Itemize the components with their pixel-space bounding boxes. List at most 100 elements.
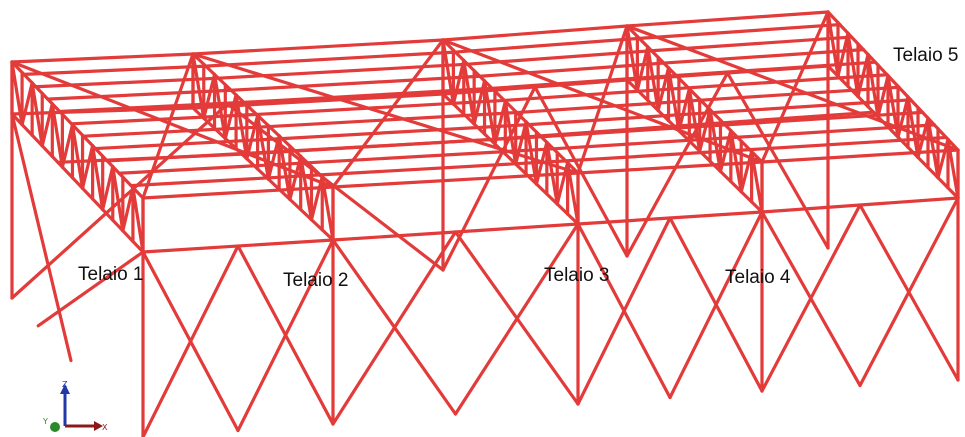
- wall-bracing: [141, 244, 240, 437]
- truss-diagonal: [635, 45, 650, 92]
- roof-purlin: [22, 64, 208, 76]
- roof-purlin: [662, 48, 866, 65]
- roof-purlin: [318, 159, 568, 177]
- wall-bracing: [453, 230, 580, 406]
- truss-diagonal: [524, 120, 539, 186]
- roof-purlin: [441, 24, 629, 42]
- roof-purlin: [723, 110, 925, 127]
- truss-diagonal: [876, 74, 890, 119]
- wall-bracing: [331, 230, 458, 426]
- roof-purlin: [564, 148, 752, 163]
- roof-purlin: [46, 88, 233, 101]
- truss-diagonal: [101, 165, 115, 212]
- wall-bracing: [236, 244, 335, 426]
- wall-bracing: [576, 216, 672, 406]
- axis-y-label: Y: [42, 417, 48, 426]
- truss-diagonal: [50, 102, 64, 169]
- truss-diagonal: [708, 108, 723, 173]
- roof-purlin: [191, 38, 445, 56]
- roof-purlin: [699, 85, 901, 102]
- side-bracing: [10, 112, 73, 363]
- roof-purlin: [637, 22, 842, 40]
- wall-bracing: [533, 85, 629, 258]
- wall-bracing: [760, 203, 862, 393]
- roof-bracing: [331, 38, 445, 189]
- roof-bracing: [10, 60, 335, 189]
- roof-purlin: [735, 123, 936, 139]
- truss-diagonal: [451, 58, 466, 106]
- roof-purlin: [81, 124, 271, 138]
- truss-diagonal: [131, 185, 145, 254]
- truss-diagonal: [926, 116, 940, 180]
- truss-diagonal: [60, 123, 75, 169]
- roof-purlin: [748, 135, 948, 152]
- roof-purlin: [331, 171, 580, 189]
- longitudinal-beam: [240, 137, 492, 156]
- roof-purlin: [576, 160, 764, 175]
- roof-purlin: [69, 112, 259, 126]
- wall-bracing: [725, 71, 830, 250]
- roof-bracing: [141, 52, 195, 200]
- longitudinal-beam: [56, 152, 244, 164]
- truss-diagonal: [20, 81, 34, 127]
- truss-diagonal: [729, 129, 743, 194]
- truss-diagonal: [677, 87, 691, 133]
- axis-x-label: X: [102, 423, 108, 432]
- roof-purlin: [760, 148, 960, 164]
- roof-purlin: [229, 74, 482, 92]
- roof-purlin: [10, 52, 195, 64]
- roof-purlin: [502, 86, 690, 103]
- roof-purlin: [93, 137, 284, 151]
- frame-label-telaio-4: Telaio 4: [725, 267, 791, 288]
- roof-purlin: [711, 98, 913, 115]
- roof-purlin: [649, 35, 854, 53]
- roof-purlin: [242, 86, 494, 104]
- axis-z-label: Z: [62, 380, 68, 389]
- truss-diagonal: [202, 72, 217, 120]
- wall-bracing: [858, 203, 960, 382]
- wall-bracing: [441, 85, 537, 272]
- roof-purlin: [216, 62, 470, 80]
- truss-diagonal: [40, 102, 54, 148]
- roof-purlin: [141, 185, 335, 200]
- frame-label-telaio-2: Telaio 2: [283, 270, 349, 291]
- roof-purlin: [527, 110, 715, 127]
- roof-bracing: [625, 24, 960, 152]
- truss-diagonal: [309, 175, 324, 222]
- truss-diagonal: [245, 113, 260, 161]
- roof-purlin: [204, 50, 457, 68]
- frame-label-telaio-1: Telaio 1: [78, 264, 144, 285]
- frame-label-telaio-3: Telaio 3: [544, 265, 610, 286]
- truss-diagonal: [866, 52, 880, 119]
- longitudinal-beam: [10, 106, 195, 116]
- roof-purlin: [129, 173, 322, 188]
- truss-diagonal: [80, 144, 95, 190]
- truss-diagonal: [514, 120, 528, 166]
- roof-bracing: [576, 24, 629, 175]
- roof-purlin: [34, 76, 221, 89]
- frame-members: [10, 10, 960, 437]
- roof-purlin: [255, 98, 506, 117]
- truss-diagonal: [91, 144, 105, 212]
- longitudinal-beam: [191, 92, 445, 110]
- roof-purlin: [280, 123, 531, 141]
- truss-diagonal: [896, 95, 910, 139]
- roof-purlin: [267, 110, 519, 129]
- truss-diagonal: [698, 108, 712, 153]
- truss-diagonal: [111, 165, 125, 233]
- wall-bracing: [225, 102, 445, 272]
- roof-purlin: [453, 36, 641, 54]
- wall-bracing: [625, 71, 730, 258]
- axis-triad-icon: Z Y X: [42, 380, 108, 432]
- roof-bracing: [191, 52, 580, 175]
- side-bracing: [36, 250, 145, 328]
- longitudinal-beam: [672, 110, 876, 128]
- truss-diagonal: [70, 123, 85, 190]
- wall-bracing: [668, 216, 764, 393]
- roof-bracing: [760, 10, 830, 164]
- frame-label-telaio-5: Telaio 5: [893, 45, 959, 66]
- roof-purlin: [465, 49, 654, 66]
- truss-diagonal: [121, 185, 135, 233]
- roof-purlin: [625, 10, 830, 28]
